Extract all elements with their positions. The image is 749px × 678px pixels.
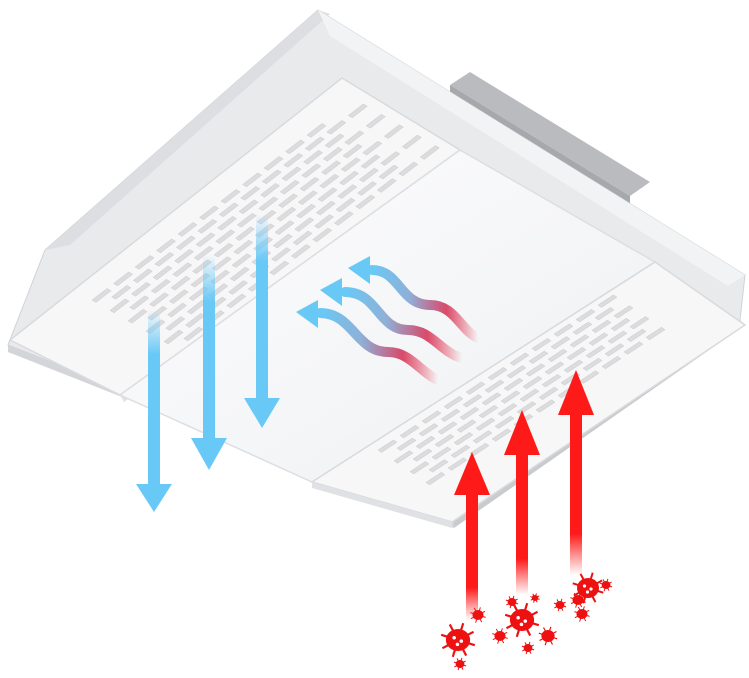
germ-icon [530,593,539,602]
germ-icon [574,606,589,621]
germ-icon [492,628,507,643]
germ-icon [522,642,534,654]
germ-icon [454,658,466,670]
germ-icon [441,623,475,657]
germ-icon [506,596,518,608]
germ-icon [505,603,539,637]
germ-icon [554,599,566,611]
germ-icon [539,627,557,645]
